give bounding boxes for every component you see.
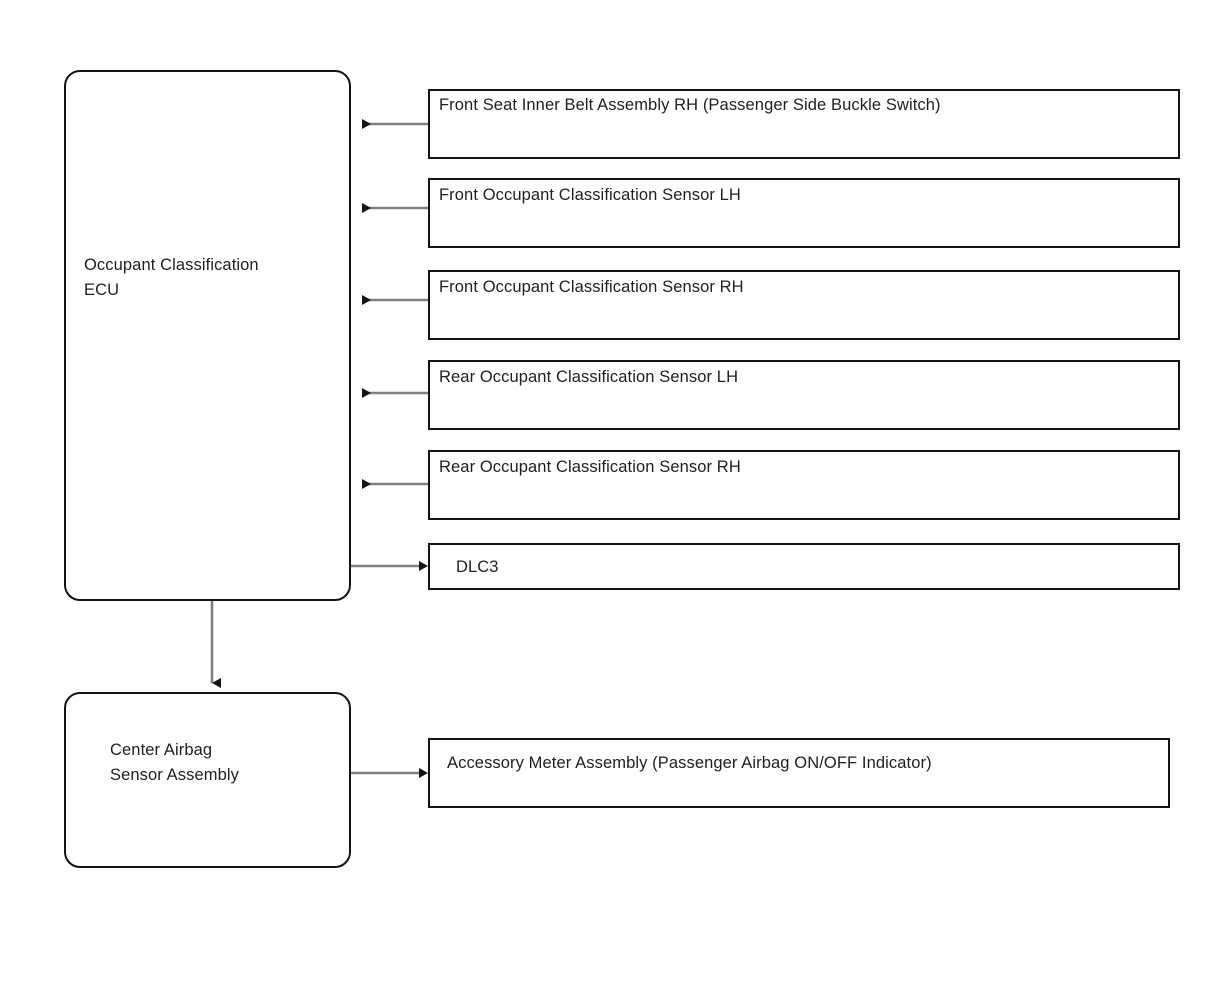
component-rear-occupant-classification-sensor-rh[interactable]	[428, 450, 1180, 520]
component-accessory-meter-assembly[interactable]	[428, 738, 1170, 808]
component-front-occupant-classification-sensor-rh[interactable]	[428, 270, 1180, 340]
component-front-seat-inner-belt-assembly-rh-label: Front Seat Inner Belt Assembly RH (Passe…	[439, 96, 941, 114]
component-front-occupant-classification-sensor-rh-label: Front Occupant Classification Sensor RH	[439, 278, 744, 296]
module-occupant-classification-ecu[interactable]	[64, 70, 351, 601]
module-occupant-classification-ecu-label: Occupant Classification ECU	[84, 256, 259, 299]
component-front-seat-inner-belt-assembly-rh[interactable]	[428, 89, 1180, 159]
module-center-airbag-sensor-assembly-label: Center Airbag Sensor Assembly	[110, 741, 239, 784]
component-dlc3-label: DLC3	[456, 558, 499, 576]
component-rear-occupant-classification-sensor-rh-label: Rear Occupant Classification Sensor RH	[439, 458, 741, 476]
component-dlc3[interactable]	[428, 543, 1180, 590]
module-center-airbag-sensor-assembly[interactable]	[64, 692, 351, 868]
component-rear-occupant-classification-sensor-lh-label: Rear Occupant Classification Sensor LH	[439, 368, 739, 386]
component-rear-occupant-classification-sensor-lh[interactable]	[428, 360, 1180, 430]
component-front-occupant-classification-sensor-lh[interactable]	[428, 178, 1180, 248]
component-front-occupant-classification-sensor-lh-label: Front Occupant Classification Sensor LH	[439, 186, 741, 204]
component-accessory-meter-assembly-label: Accessory Meter Assembly (Passenger Airb…	[447, 754, 932, 772]
